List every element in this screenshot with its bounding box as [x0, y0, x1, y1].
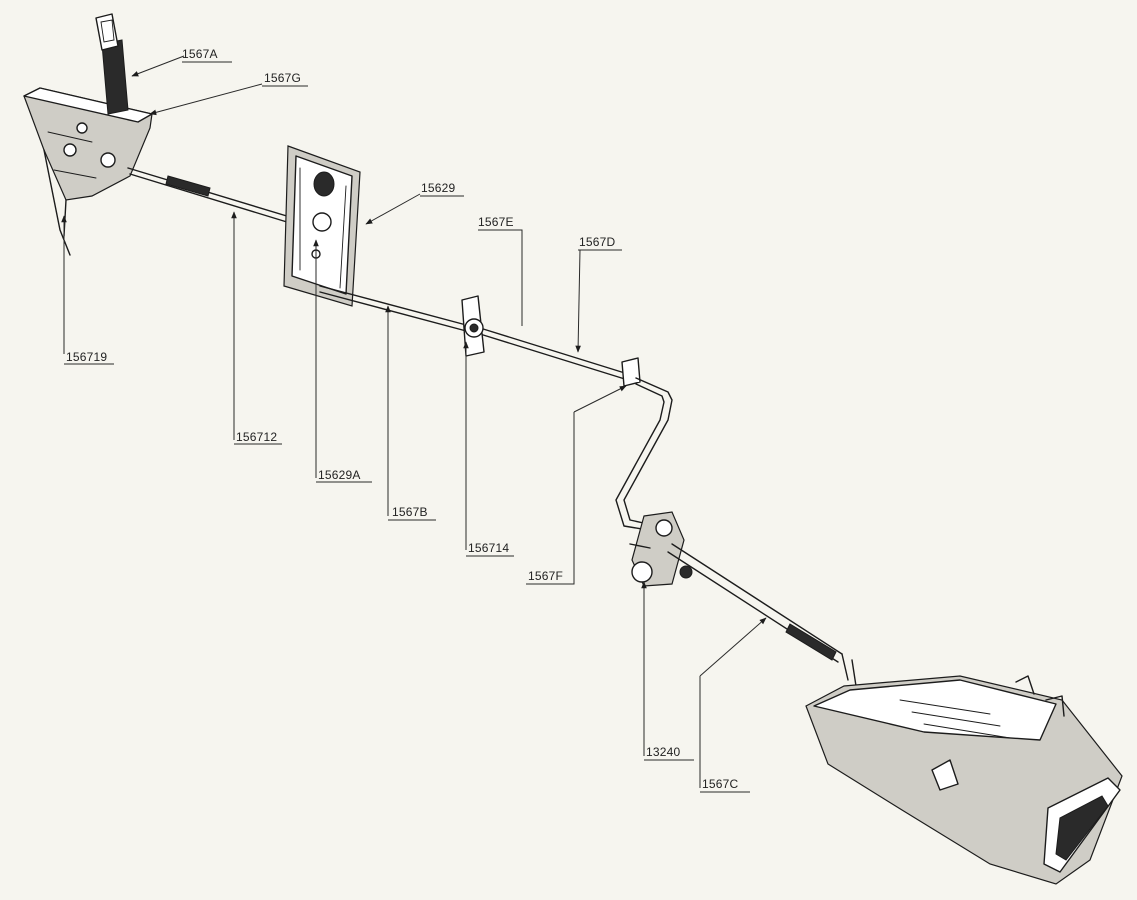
- svg-text:1567A: 1567A: [182, 47, 218, 61]
- label-1567G: 1567G: [149, 71, 308, 116]
- bellcrank: [629, 511, 693, 587]
- label-156712: 156712: [231, 211, 282, 445]
- label-156719: 156719: [61, 215, 114, 365]
- svg-text:1567C: 1567C: [702, 777, 738, 791]
- svg-text:156719: 156719: [66, 350, 107, 364]
- label-1567A: 1567A: [131, 47, 232, 77]
- middle-rod: [319, 285, 629, 381]
- svg-text:156712: 156712: [236, 430, 277, 444]
- svg-text:1567G: 1567G: [264, 71, 301, 85]
- label-1567E: 1567E: [478, 215, 523, 326]
- svg-text:1567B: 1567B: [392, 505, 428, 519]
- label-15629: 15629: [365, 181, 464, 225]
- lever-bracket-assembly: [23, 13, 153, 256]
- grommet-plate: [461, 295, 485, 357]
- label-1567C: 1567C: [699, 617, 767, 793]
- label-1567F: 1567F: [526, 385, 627, 585]
- svg-text:15629A: 15629A: [318, 468, 361, 482]
- fan-housing: [805, 675, 1123, 885]
- label-13240: 13240: [641, 581, 694, 761]
- label-1567B: 1567B: [385, 305, 436, 521]
- svg-text:156714: 156714: [468, 541, 509, 555]
- svg-text:1567F: 1567F: [528, 569, 563, 583]
- svg-text:13240: 13240: [646, 745, 680, 759]
- label-1567D: 1567D: [575, 235, 622, 353]
- svg-text:1567D: 1567D: [579, 235, 615, 249]
- front-rod: [127, 167, 301, 227]
- svg-text:1567E: 1567E: [478, 215, 514, 229]
- rear-rod: [667, 543, 857, 687]
- label-15629A: 15629A: [313, 239, 372, 483]
- label-156714: 156714: [463, 341, 514, 557]
- bent-rod: [615, 357, 673, 531]
- svg-text:15629: 15629: [421, 181, 455, 195]
- bulkhead-plate: [283, 145, 361, 307]
